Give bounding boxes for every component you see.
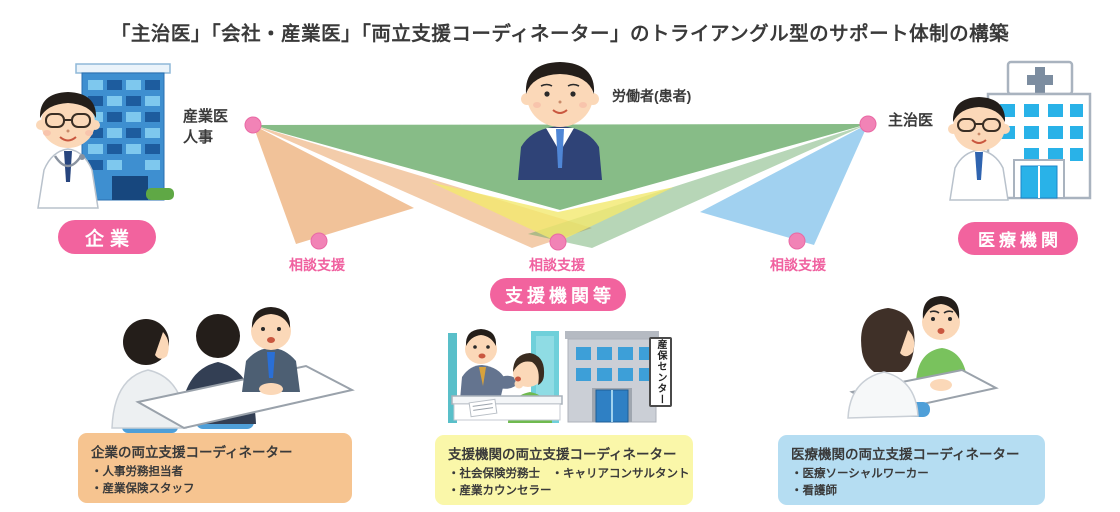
support-center-illustration xyxy=(448,329,660,423)
company-coordinator-box: 企業の両立支援コーディネーター ・人事労務担当者 ・産業保険スタッフ xyxy=(78,433,352,504)
consult-label-right: 相談支援 xyxy=(770,257,826,273)
medical-consult-illustration xyxy=(847,296,999,419)
attending-doctor-icon xyxy=(948,97,1010,201)
ribbon-support-v xyxy=(430,182,674,242)
consult-label-center: 相談支援 xyxy=(529,257,585,273)
company-coordinator-item: ・人事労務担当者 xyxy=(91,466,183,478)
network-dots xyxy=(244,115,877,251)
page-title: 「主治医」「会社・産業医」「両立支援コーディネーター」のトライアングル型のサポー… xyxy=(110,23,1010,45)
label-attending-doctor: 主治医 xyxy=(888,112,934,129)
dot-consult-center xyxy=(549,233,567,251)
support-coordinator-item: ・社会保険労務士 ・キャリアコンサルタント xyxy=(448,468,690,480)
support-coordinator-box: 支援機関の両立支援コーディネーター ・社会保険労務士 ・キャリアコンサルタント … xyxy=(435,435,693,506)
dot-consult-right xyxy=(788,232,806,250)
support-coordinator-title: 支援機関の両立支援コーディネーター xyxy=(448,447,677,462)
company-badge: 企業 xyxy=(58,220,156,254)
ribbon-company-coordinator xyxy=(253,125,414,244)
support-org-badge: 支援機関等 xyxy=(490,278,626,311)
label-company-roles: 産業医 人事 xyxy=(183,108,229,146)
ribbon-hospital-coordinator xyxy=(700,124,868,245)
hospital-badge: 医療機関 xyxy=(958,222,1078,255)
medical-coordinator-box: 医療機関の両立支援コーディネーター ・医療ソーシャルワーカー ・看護師 xyxy=(778,435,1045,506)
company-meeting-illustration xyxy=(111,307,355,433)
medical-coordinator-title: 医療機関の両立支援コーディネーター xyxy=(791,447,1020,462)
consult-label-left: 相談支援 xyxy=(289,257,345,273)
dot-consult-left xyxy=(310,232,328,250)
dot-hospital xyxy=(859,115,877,133)
medical-coordinator-item: ・看護師 xyxy=(791,484,837,497)
connection-ribbons xyxy=(253,124,868,248)
company-coordinator-title: 企業の両立支援コーディネーター xyxy=(91,445,293,460)
ribbon-hospital-support xyxy=(528,124,868,248)
medical-coordinator-item: ・医療ソーシャルワーカー xyxy=(791,468,929,480)
support-coordinator-item: ・産業カウンセラー xyxy=(448,484,552,497)
worker-icon xyxy=(518,62,602,180)
label-worker: 労働者(患者) xyxy=(612,88,692,104)
sanpo-center-sign: 産保センター xyxy=(649,337,672,407)
dot-company xyxy=(244,116,262,134)
company-coordinator-item: ・産業保険スタッフ xyxy=(91,482,195,495)
company-doctor-icon xyxy=(36,92,100,209)
